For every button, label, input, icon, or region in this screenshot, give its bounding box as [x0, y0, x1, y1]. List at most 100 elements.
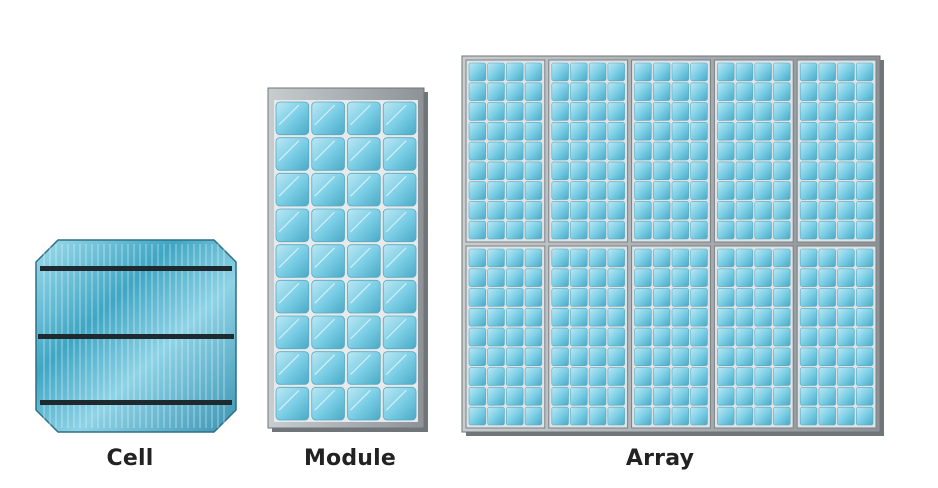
array-cell [468, 220, 487, 240]
array-cell [652, 367, 671, 386]
array-cell [799, 220, 818, 240]
module-cell [382, 137, 417, 171]
array-cell [837, 141, 855, 161]
array-cell [735, 327, 754, 347]
array-cell [524, 367, 543, 386]
array-cell [524, 181, 543, 200]
module-cell-glare [278, 140, 300, 161]
array-cell [690, 347, 708, 366]
module-cell-glare [350, 389, 371, 411]
array-cell [671, 288, 690, 307]
array-cell [506, 248, 524, 268]
array-cell [468, 327, 487, 347]
array-cell [588, 161, 607, 180]
array-cell [607, 347, 625, 366]
array-cell [607, 141, 625, 161]
array-cell [524, 308, 543, 327]
array-cell [588, 268, 607, 287]
array-cell [468, 141, 487, 161]
array-cell [634, 161, 652, 180]
module-cell [347, 279, 381, 314]
module-cell [382, 172, 417, 207]
array-cell [754, 308, 772, 327]
array-cell [652, 347, 671, 366]
array-cell [588, 288, 607, 307]
array-cell [607, 220, 625, 240]
array-cell [735, 220, 754, 240]
module-cell-glare [314, 318, 336, 340]
array-cell [588, 347, 607, 366]
array-cell [524, 102, 543, 121]
array-cell [690, 220, 708, 240]
array-cell [818, 268, 836, 287]
array-cell [671, 201, 690, 220]
module-graphic [267, 87, 428, 432]
array-cell [588, 102, 607, 121]
array-cell [588, 248, 607, 268]
array-cell [855, 406, 874, 426]
array-cell [634, 268, 652, 287]
array-cell [773, 62, 791, 82]
array-cell [818, 308, 836, 327]
module-cell [347, 351, 381, 385]
array-cell [487, 82, 505, 101]
module-cell-glare [385, 282, 407, 304]
array-modules [465, 59, 877, 429]
array-cell [837, 347, 855, 366]
array-cell [773, 181, 791, 200]
array-cell [570, 201, 588, 220]
array-cell [487, 102, 505, 121]
module-cell [311, 172, 345, 207]
array-cell [690, 308, 708, 327]
array-cell [754, 327, 772, 347]
array-cell [551, 367, 569, 386]
array-cell [570, 62, 588, 82]
array-cell [607, 308, 625, 327]
array-cell [570, 308, 588, 327]
array-cell [634, 181, 652, 200]
array-cell [754, 367, 772, 386]
array-cell [837, 308, 855, 327]
array-cell [799, 122, 818, 141]
array-module [548, 59, 629, 243]
array-cell [855, 122, 874, 141]
array-cell [506, 327, 524, 347]
array-cell [607, 161, 625, 180]
array-cell [607, 327, 625, 347]
module-cell [347, 315, 381, 350]
module-cell-glare [278, 247, 300, 268]
module-cell-glare [278, 104, 300, 126]
module-cell-glare [314, 389, 336, 411]
array-cell [487, 308, 505, 327]
array-cell [818, 248, 836, 268]
array-cell [799, 141, 818, 161]
array-cell [717, 201, 735, 220]
module-cell-glare [350, 211, 371, 233]
array-cell [652, 327, 671, 347]
array-module [796, 59, 877, 243]
array-cell [799, 327, 818, 347]
array-cell [735, 201, 754, 220]
array-cell [487, 406, 505, 426]
array-cell [690, 122, 708, 141]
array-cell [818, 62, 836, 82]
array-cell [468, 347, 487, 366]
array-cell [607, 82, 625, 101]
array-cell [773, 122, 791, 141]
array-cell [652, 201, 671, 220]
cell-busbar [38, 334, 234, 339]
array-cell [524, 406, 543, 426]
array-cell [524, 82, 543, 101]
array-cell [773, 141, 791, 161]
array-cell [634, 367, 652, 386]
array-cell [468, 406, 487, 426]
array-cell [671, 347, 690, 366]
array-cell [855, 161, 874, 180]
array-module [465, 59, 546, 243]
array-cell [607, 387, 625, 406]
array-cell [754, 347, 772, 366]
array-cell [855, 288, 874, 307]
module-cell [382, 315, 417, 350]
array-cell [799, 248, 818, 268]
module-cell-glare [385, 247, 407, 268]
